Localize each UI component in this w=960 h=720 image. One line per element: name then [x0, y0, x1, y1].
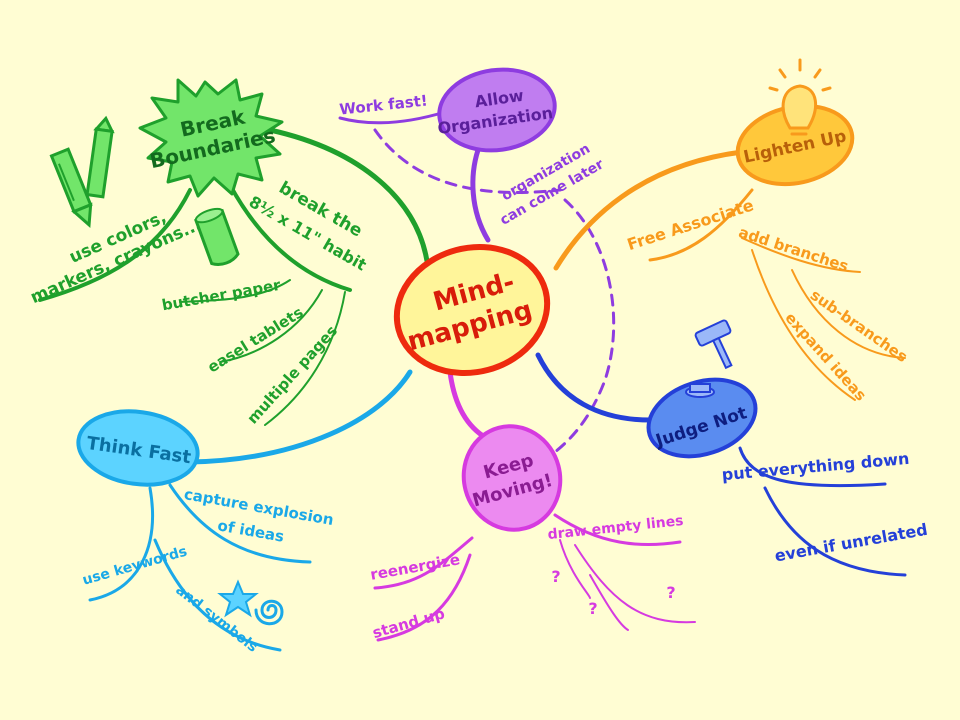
gavel-icon [694, 319, 733, 370]
paper-roll-icon [194, 207, 240, 266]
crayon-icon [49, 147, 93, 228]
even-if-unrelated-text: even if unrelated [773, 520, 929, 566]
draw-empty-lines-text: draw empty lines [547, 513, 684, 543]
underline-stand-up [376, 553, 472, 642]
question-mark-1: ? [551, 567, 560, 586]
underline-reenergize [373, 536, 474, 590]
branch-think-fast [88, 369, 413, 652]
question-mark-2: ? [588, 599, 597, 618]
break-boundaries-burst [138, 78, 284, 198]
spiral-icon [254, 599, 284, 626]
empty-line-2 [574, 544, 696, 624]
underline-free-associate [648, 188, 754, 262]
underline-even-if-unrelated [763, 486, 907, 577]
connector-center-to-lighten-up [553, 149, 745, 271]
center-bubble [393, 243, 551, 377]
underline-expand-ideas [751, 249, 856, 401]
connector-break-habit [228, 183, 352, 292]
connector-use-colors [38, 188, 192, 302]
gavel-stand-icon [685, 383, 715, 398]
empty-line-1 [559, 539, 591, 599]
work-fast-text: Work fast! [339, 91, 429, 118]
connector-center-to-break-boundaries [267, 127, 431, 271]
underline-easel-tablets [219, 289, 323, 363]
keep-moving-bubble [461, 424, 563, 532]
underline-draw-empty-lines [553, 513, 682, 547]
underline-put-everything-down [738, 446, 887, 488]
underline-butcher-paper [179, 279, 291, 303]
branch-allow-organization [338, 110, 616, 454]
star-icon [217, 579, 259, 618]
underline-add-branches [741, 237, 861, 273]
connector-center-to-judge-not [535, 352, 653, 423]
branch-break-boundaries [38, 127, 431, 426]
connector-center-to-keep-moving [447, 369, 493, 443]
pencil-icon [85, 115, 115, 199]
stand-up-text: stand up [370, 604, 447, 642]
branch-keep-moving [373, 369, 696, 642]
branch-lighten-up [553, 149, 906, 401]
empty-line-3 [589, 574, 629, 631]
underline-use-keywords [88, 486, 154, 602]
butcher-paper-text: butcher paper [160, 276, 282, 315]
underline-sub-branches [791, 269, 906, 359]
add-branches-text: add branches [736, 223, 850, 276]
branch-judge-not [535, 352, 907, 577]
connector-center-to-allow-organization [470, 147, 491, 243]
underline-capture-explosion [168, 483, 312, 564]
underline-and-symbols [153, 538, 282, 652]
use-keywords-text: use keywords [81, 544, 189, 589]
underline-multiple-pages [264, 291, 346, 426]
think-fast-bubble [76, 409, 200, 487]
dashed-to-keep-moving [553, 198, 616, 454]
underline-work-fast [338, 110, 447, 125]
dashed-organization-link [373, 128, 562, 194]
lightbulb-icon [768, 58, 832, 136]
connector-center-to-think-fast [187, 369, 413, 465]
allow-organization-bubble [437, 67, 557, 153]
put-everything-down-text: put everything down [721, 449, 910, 484]
question-mark-3: ? [666, 583, 675, 602]
